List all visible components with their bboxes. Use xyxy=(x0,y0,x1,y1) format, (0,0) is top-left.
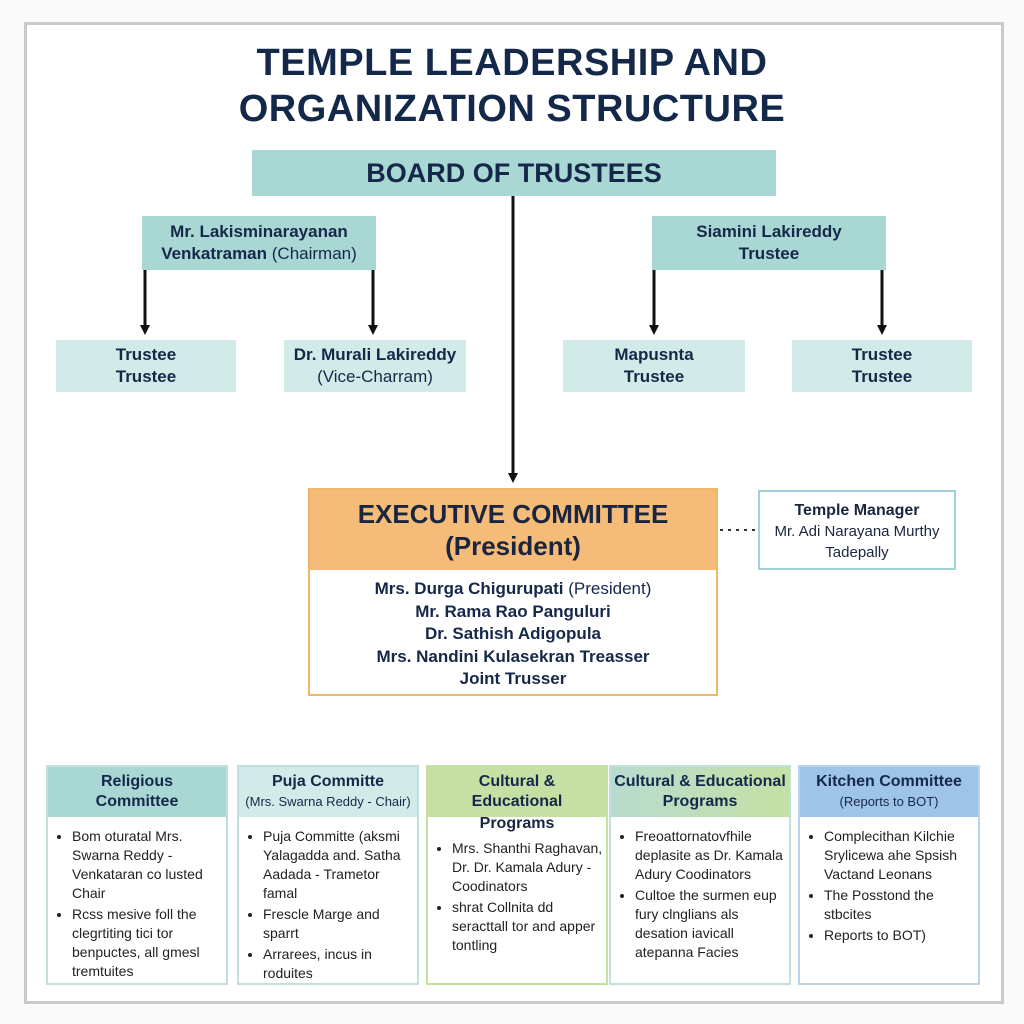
religious-committee-header: Religious Committee xyxy=(48,767,226,817)
executive-member: Joint Trusser xyxy=(459,669,567,688)
trustee-box-3-line1: Mapusnta xyxy=(614,345,694,364)
committee-title-line1: Puja Committe xyxy=(271,773,384,790)
chairman-role: (Chairman) xyxy=(271,244,357,263)
trustee-box-1: Trustee Trustee xyxy=(56,340,236,392)
committee-title-line1: Kitchen Committee xyxy=(816,773,962,790)
vice-chair-role: (Vice-Charram) xyxy=(317,367,433,386)
executive-subtitle: (President) xyxy=(445,531,581,561)
religious-committee-card: Religious Committee Bom oturatal Mrs. Sw… xyxy=(46,765,228,985)
chairman-name-line2: Venkatraman xyxy=(161,244,268,263)
vice-chair-box: Dr. Murali Lakireddy (Vice-Charram) xyxy=(284,340,466,392)
puja-committee-header: Puja Committe (Mrs. Swarna Reddy - Chair… xyxy=(239,767,417,817)
list-item: Cultoe the surmen eup fury clnglians als… xyxy=(635,886,789,962)
chairman-box: Mr. Lakisminarayanan Venkatraman (Chairm… xyxy=(142,216,376,270)
list-item: Bom oturatal Mrs. Swarna Reddy - Venkata… xyxy=(72,827,226,903)
manager-title: Temple Manager xyxy=(794,502,920,519)
executive-committee-box: EXECUTIVE COMMITTEE (President) Mrs. Dur… xyxy=(308,488,718,696)
trustee-box-4: Trustee Trustee xyxy=(792,340,972,392)
trustee-box-1-line1: Trustee xyxy=(115,345,177,364)
trustee-box-3-line2: Trustee xyxy=(623,367,685,386)
executive-member: Mrs. Durga Chigurupati (President) xyxy=(374,579,652,598)
trustee-box-1-line2: Trustee xyxy=(115,367,177,386)
list-item: Freoattornatovfhile deplasite as Dr. Kam… xyxy=(635,827,789,884)
executive-member: Mr. Rama Rao Panguluri xyxy=(415,601,611,621)
board-label: BOARD OF TRUSTEES xyxy=(366,157,662,188)
executive-members: Mrs. Durga Chigurupati (President) Mr. R… xyxy=(310,570,716,691)
kitchen-committee-header: Kitchen Committee (Reports to BOT) xyxy=(800,767,978,817)
trustee-right-box: Siamini Lakireddy Trustee xyxy=(652,216,886,270)
trustee-box-4-line1: Trustee xyxy=(851,345,913,364)
temple-manager-box: Temple Manager Mr. Adi Narayana Murthy T… xyxy=(758,490,956,570)
cultural-educational-header-2: Cultural & Educational Programs xyxy=(611,767,789,817)
executive-title: EXECUTIVE COMMITTEE xyxy=(357,499,669,529)
chairman-name-line1: Mr. Lakisminarayanan xyxy=(170,222,348,241)
list-item: Frescle Marge and sparrt xyxy=(263,905,417,943)
committee-list: Puja Committe (aksmi Yalagadda and. Sath… xyxy=(239,827,417,983)
diagram-title: TEMPLE LEADERSHIP AND ORGANIZATION STRUC… xyxy=(0,40,1024,132)
trustee-right-line1: Siamini Lakireddy xyxy=(696,222,842,241)
committee-title-line2: Committee xyxy=(95,793,179,810)
executive-committee-header: EXECUTIVE COMMITTEE (President) xyxy=(310,490,716,570)
trustee-right-line2: Trustee xyxy=(738,244,800,263)
committee-subtitle: (Reports to BOT) xyxy=(839,794,939,809)
trustee-box-4-line2: Trustee xyxy=(851,367,913,386)
trustee-box-3: Mapusnta Trustee xyxy=(563,340,745,392)
committee-title-line1: Cultural & xyxy=(478,773,556,790)
kitchen-committee-card: Kitchen Committee (Reports to BOT) Compl… xyxy=(798,765,980,985)
executive-member: Mrs. Nandini Kulasekran Treasser xyxy=(376,646,650,666)
committee-list: Complecithan Kilchie Srylicewa ahe Spsis… xyxy=(800,827,978,945)
committee-list: Mrs. Shanthi Raghavan, Dr. Dr. Kamala Ad… xyxy=(428,839,606,955)
committee-title-line3: Programs xyxy=(479,815,555,832)
title-line-2: ORGANIZATION STRUCTURE xyxy=(238,88,786,130)
list-item: shrat Collnita dd seracttall tor and app… xyxy=(452,898,606,955)
list-item: Mrs. Shanthi Raghavan, Dr. Dr. Kamala Ad… xyxy=(452,839,606,896)
puja-committee-card: Puja Committe (Mrs. Swarna Reddy - Chair… xyxy=(237,765,419,985)
committee-title-line1: Religious xyxy=(100,773,173,790)
manager-name-line2: Tadepally xyxy=(825,544,889,561)
board-of-trustees-box: BOARD OF TRUSTEES xyxy=(252,150,776,196)
list-item: Arrarees, incus in roduites xyxy=(263,945,417,983)
vice-chair-name: Dr. Murali Lakireddy xyxy=(293,345,457,364)
committee-title-line2: Educational xyxy=(471,793,563,810)
manager-name-line1: Mr. Adi Narayana Murthy xyxy=(774,523,940,540)
cultural-educational-header-1: Cultural & Educational xyxy=(428,767,606,817)
title-line-1: TEMPLE LEADERSHIP AND xyxy=(256,42,768,84)
committee-subtitle: (Mrs. Swarna Reddy - Chair) xyxy=(245,794,411,809)
list-item: The Posstond the stbcites xyxy=(824,886,978,924)
executive-member: Dr. Sathish Adigopula xyxy=(425,624,601,643)
committee-title-line2: Programs xyxy=(662,793,738,810)
committee-list: Bom oturatal Mrs. Swarna Reddy - Venkata… xyxy=(48,827,226,981)
committee-title-line1: Cultural & Educational xyxy=(614,773,786,790)
cultural-educational-card-2: Cultural & Educational Programs Freoatto… xyxy=(609,765,791,985)
list-item: Puja Committe (aksmi Yalagadda and. Sath… xyxy=(263,827,417,903)
cultural-educational-card-1: Cultural & Educational Programs Mrs. Sha… xyxy=(426,765,608,985)
list-item: Rcss mesive foll the clegrtiting tici to… xyxy=(72,905,226,981)
committee-list: Freoattornatovfhile deplasite as Dr. Kam… xyxy=(611,827,789,962)
list-item: Complecithan Kilchie Srylicewa ahe Spsis… xyxy=(824,827,978,884)
list-item: Reports to BOT) xyxy=(824,926,978,945)
